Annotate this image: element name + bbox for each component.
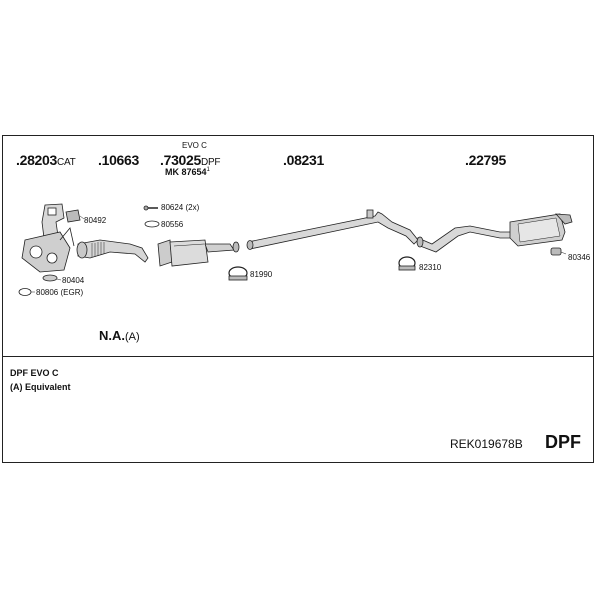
callout-80806: 80806 (EGR) (36, 288, 84, 297)
na-note: N.A.(A) (99, 328, 140, 343)
callout-80346: 80346 (568, 253, 591, 262)
legend-line-equivalent: (A) Equivalent (10, 382, 71, 392)
legend-line-dpf: DPF EVO C (10, 368, 59, 378)
part-number-73025: .73025DPF (160, 152, 221, 168)
section-divider (2, 356, 594, 357)
callout-80404: 80404 (62, 276, 85, 285)
part-number-22795: .22795 (465, 152, 507, 168)
mounting-kit-label: MK 876541 (165, 167, 210, 177)
callout-80492: 80492 (84, 216, 107, 225)
callout-80556: 80556 (161, 220, 184, 229)
dpf-catalyst-icon (157, 239, 240, 267)
part-number-08231: .08231 (283, 152, 325, 168)
callout-80624: 80624 (2x) (161, 203, 200, 212)
part-number-28203: .28203CAT (16, 152, 76, 168)
clamp-icon (228, 266, 248, 281)
clamp-icon (398, 256, 416, 271)
rear-silencer-icon (416, 213, 573, 253)
kit-type: DPF (545, 432, 581, 452)
bolt-icon (143, 205, 158, 211)
callout-81990: 81990 (250, 270, 273, 279)
middle-pipe-icon (246, 209, 419, 250)
bolt-icon (42, 274, 62, 282)
diagram-frame (2, 135, 594, 463)
gasket-icon (144, 220, 160, 228)
callout-82310: 82310 (419, 263, 442, 272)
exhaust-manifold-icon (21, 203, 75, 273)
kit-code: REK019678B (450, 437, 523, 451)
part-number-10663: .10663 (98, 152, 140, 168)
part-variant-label: EVO C (182, 141, 207, 150)
downpipe-icon (76, 239, 149, 263)
gasket-icon (65, 209, 85, 223)
hanger-icon (550, 247, 567, 256)
gasket-icon (18, 288, 35, 296)
